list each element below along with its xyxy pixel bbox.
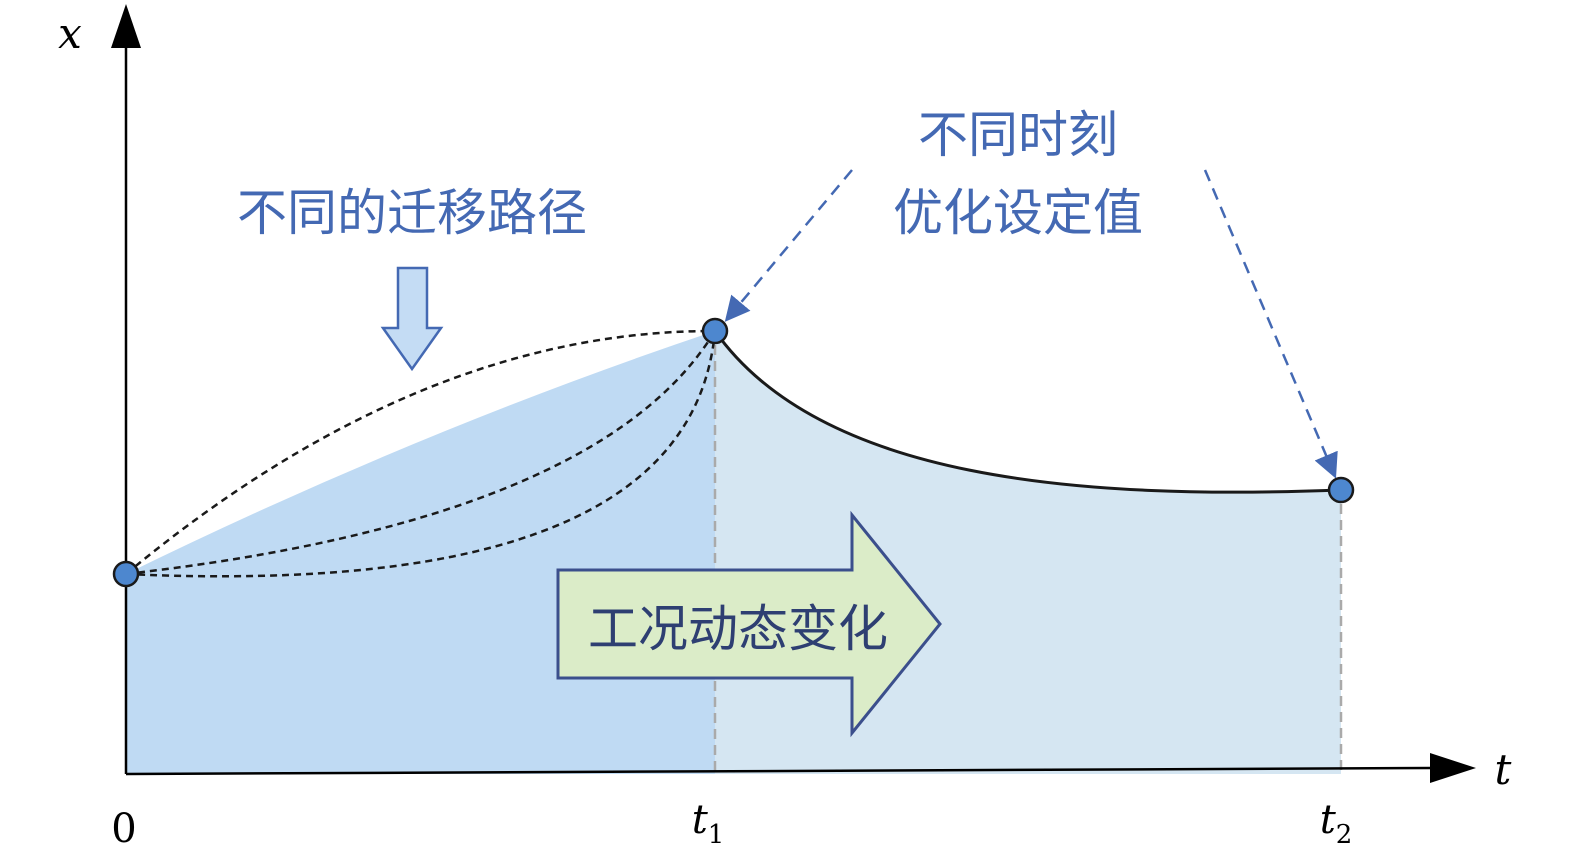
t1-tick-base: t	[692, 797, 709, 843]
t2-tick-sub: 2	[1336, 820, 1353, 850]
transition-path-middle	[125, 330, 717, 576]
setpoint-t2	[1327, 476, 1355, 504]
x-axis-label: t	[1495, 745, 1512, 794]
region-transition-area	[126, 331, 715, 774]
t1-tick-sub: 1	[708, 820, 725, 850]
condition-change-label: 工况动态变化	[588, 600, 888, 658]
y-axis-arrowhead	[111, 4, 141, 48]
t2-tick-base: t	[1320, 797, 1337, 843]
y-axis-label: x	[58, 9, 82, 58]
initial-point	[112, 560, 140, 588]
transition-path-upper	[125, 329, 716, 575]
t1-tick-label: t1	[692, 797, 725, 850]
paths-down-arrow	[380, 266, 444, 372]
paths-label: 不同的迁移路径	[237, 184, 587, 242]
x-axis	[125, 766, 1433, 776]
pointer-arrow-t2	[1203, 169, 1338, 479]
t2-tick-label: t2	[1320, 797, 1353, 850]
setpoint-label-line2: 优化设定值	[893, 184, 1143, 242]
x-axis-arrowhead	[1430, 753, 1476, 783]
transition-path-lower	[125, 330, 717, 578]
condition-change-arrow	[556, 510, 942, 738]
pointer-arrow-t1	[724, 169, 853, 322]
setpoint-t1	[701, 317, 729, 345]
setpoint-trajectory-curve	[713, 330, 1342, 494]
region-steady-area	[715, 331, 1341, 774]
setpoint-label-line1: 不同时刻	[918, 106, 1118, 164]
origin-label: 0	[111, 806, 136, 852]
